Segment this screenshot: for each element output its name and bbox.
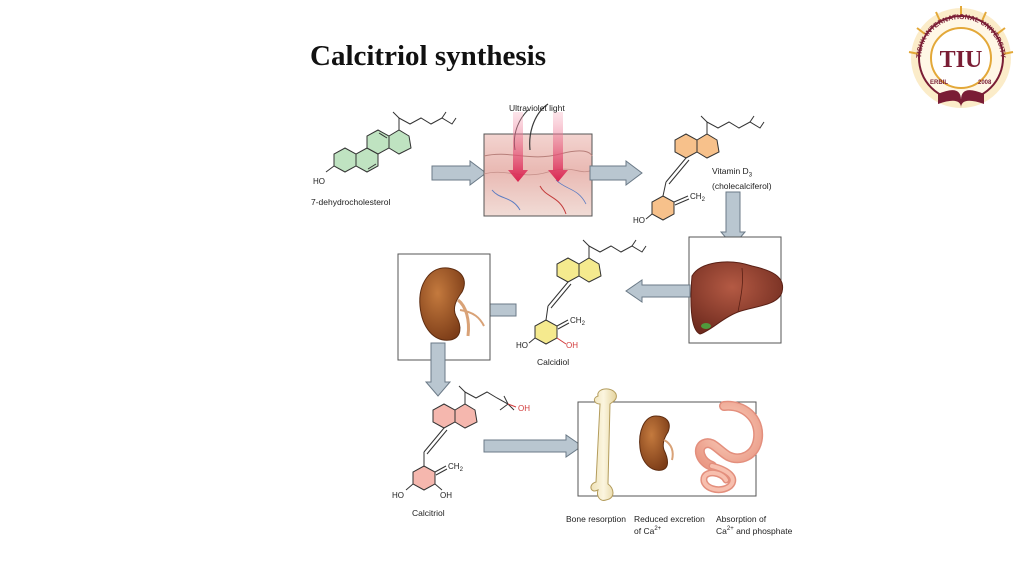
stomach-intestine-illustration: [694, 400, 764, 494]
dehydro-ho-label: HO: [313, 177, 325, 186]
skin-illustration: [483, 103, 593, 217]
calcidiol-ch2-label: CH2: [570, 316, 586, 327]
vitamin-d3-label: Vitamin D3 (cholecalciferol): [712, 166, 772, 191]
kidney-small-illustration: [639, 415, 674, 471]
calcidiol-molecule: [528, 239, 647, 345]
reduced-excretion-label: Reduced excretion of Ca2+: [634, 514, 705, 536]
arrow-to-vitamin-d3: [589, 160, 643, 186]
calcidiol-oh-label: OH: [566, 341, 578, 350]
calcitriol-oh-top-label: OH: [518, 404, 530, 413]
logo-year: 2008: [978, 80, 992, 86]
calcidiol-label: Calcidiol: [537, 357, 570, 367]
vitamin-d3-molecule: [645, 115, 765, 221]
calcitriol-oh-label: OH: [440, 491, 452, 500]
arrow-to-targets: [483, 434, 583, 458]
logo-city: ERBIL: [930, 80, 948, 86]
dehydrocholesterol-molecule: [325, 111, 457, 173]
vitd3-ch2-label: CH2: [690, 192, 706, 203]
slide-title: Calcitriol synthesis: [310, 40, 547, 72]
university-logo: TISHK INTERNATIONAL UNIVERSITY TIU ERBIL…: [908, 6, 1014, 108]
calcitriol-ch2-label: CH2: [448, 462, 464, 473]
liver-illustration: [688, 236, 784, 344]
calcitriol-molecule: [405, 385, 517, 491]
arrow-to-calcitriol: [424, 342, 452, 397]
logo-monogram: TIU: [940, 47, 983, 73]
absorption-label: Absorption of Ca2+ and phosphate: [716, 514, 793, 536]
dehydrocholesterol-label: 7-dehydrocholesterol: [311, 197, 391, 207]
uv-light-rays: [508, 112, 568, 182]
kidney-illustration: [397, 253, 491, 361]
logo-book-icon: [938, 90, 984, 108]
bone-illustration: [590, 388, 617, 501]
arrow-to-calcidiol: [625, 279, 691, 303]
calcitriol-ho-label: HO: [392, 491, 404, 500]
bone-resorption-label: Bone resorption: [566, 514, 627, 524]
arrow-to-skin: [431, 160, 487, 186]
uv-label: Ultraviolet light: [509, 103, 565, 113]
calcidiol-ho-label: HO: [516, 341, 528, 350]
logo-inner-ring: [930, 27, 992, 89]
calcitriol-label: Calcitriol: [412, 508, 445, 518]
vitd3-ho-label: HO: [633, 216, 645, 225]
